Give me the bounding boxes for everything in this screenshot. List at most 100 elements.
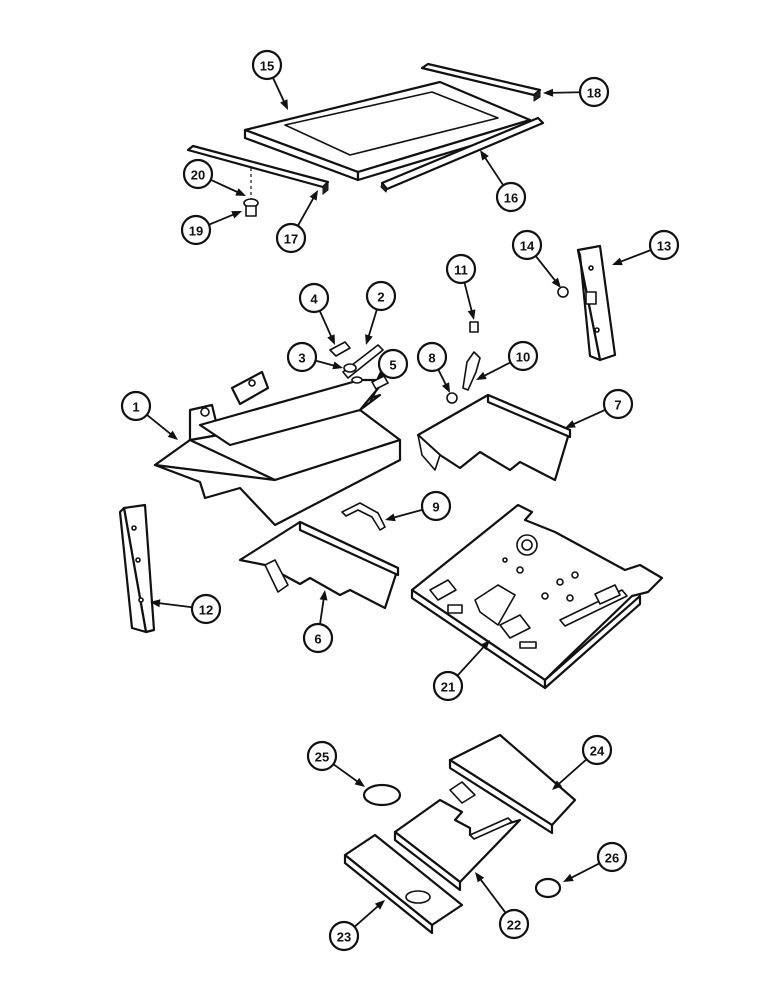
callout-3: 3 xyxy=(286,341,343,373)
leader-arrow-11 xyxy=(467,309,476,320)
part-12-side-panel xyxy=(118,503,156,634)
part-13-vertical-panel xyxy=(576,244,617,362)
callout-22: 22 xyxy=(475,872,530,940)
callout-circle-2 xyxy=(365,280,397,312)
callout-16: 16 xyxy=(480,150,527,213)
leader-arrow-8 xyxy=(441,382,450,393)
callout-number-23: 23 xyxy=(337,930,351,945)
leader-arrow-15 xyxy=(280,99,288,110)
part-8-plug xyxy=(446,392,458,404)
callout-17: 17 xyxy=(275,190,318,254)
leader-line-19 xyxy=(208,212,237,226)
callout-circle-13 xyxy=(648,229,680,261)
leader-arrow-23 xyxy=(374,900,385,910)
leader-line-4 xyxy=(318,310,334,340)
callout-circle-1 xyxy=(120,390,152,422)
callout-13: 13 xyxy=(612,229,680,266)
leader-arrow-7 xyxy=(565,420,576,428)
callout-circle-12 xyxy=(190,593,222,625)
leader-line-7 xyxy=(570,408,606,427)
callout-25: 25 xyxy=(306,740,365,787)
callout-circle-25 xyxy=(306,740,338,772)
callout-8: 8 xyxy=(416,341,450,393)
leader-arrow-18 xyxy=(543,88,554,97)
callout-number-25: 25 xyxy=(315,750,329,765)
leader-arrow-4 xyxy=(327,334,335,345)
callout-number-17: 17 xyxy=(284,232,298,247)
callout-21: 21 xyxy=(432,640,490,702)
part-19-20-fastener xyxy=(243,168,259,217)
callout-number-19: 19 xyxy=(189,224,203,239)
leader-arrow-9 xyxy=(385,513,396,522)
callout-number-20: 20 xyxy=(191,168,205,183)
leader-arrow-17 xyxy=(309,190,318,201)
callout-circle-3 xyxy=(286,341,318,373)
callout-14: 14 xyxy=(511,229,561,288)
callout-number-8: 8 xyxy=(428,351,435,366)
part-26-plug xyxy=(534,877,562,899)
leader-line-26 xyxy=(567,862,600,881)
callout-18: 18 xyxy=(543,76,610,108)
leader-line-18 xyxy=(548,91,581,94)
callout-number-5: 5 xyxy=(389,358,396,373)
callout-number-16: 16 xyxy=(504,191,518,206)
leader-line-13 xyxy=(617,249,652,264)
callout-circle-5 xyxy=(377,348,409,380)
part-21-base-plate xyxy=(410,503,664,690)
callout-5: 5 xyxy=(376,348,409,380)
leader-arrow-1 xyxy=(167,430,178,440)
callout-circle-10 xyxy=(507,340,539,372)
callout-circle-26 xyxy=(596,841,628,873)
callout-circle-17 xyxy=(275,222,307,254)
callout-circle-21 xyxy=(432,670,464,702)
callout-1: 1 xyxy=(120,390,178,440)
callout-circle-23 xyxy=(328,920,360,952)
callout-9: 9 xyxy=(385,490,452,522)
callout-circle-4 xyxy=(298,282,330,314)
callout-circle-18 xyxy=(578,76,610,108)
part-23-pad xyxy=(343,833,464,935)
leader-arrow-10 xyxy=(476,371,487,380)
callout-circle-7 xyxy=(602,388,634,420)
callout-number-26: 26 xyxy=(605,851,619,866)
callout-number-21: 21 xyxy=(441,680,455,695)
callout-layer: 1234567891011121314151617181920212223242… xyxy=(120,49,680,952)
callout-circle-9 xyxy=(420,490,452,522)
leader-line-14 xyxy=(534,255,558,284)
leader-arrow-21 xyxy=(480,640,490,651)
callout-4: 4 xyxy=(298,282,335,345)
part-17-strip xyxy=(186,144,330,196)
part-18-strip xyxy=(420,62,542,102)
callout-19: 19 xyxy=(180,211,242,246)
part-1-floor-tray xyxy=(153,370,402,527)
callout-number-22: 22 xyxy=(507,918,521,933)
leader-arrow-14 xyxy=(551,277,561,288)
leader-line-20 xyxy=(210,179,241,195)
callout-number-6: 6 xyxy=(314,632,321,647)
callout-circle-24 xyxy=(581,734,613,766)
leader-arrow-22 xyxy=(475,872,485,883)
part-25-plug xyxy=(362,783,402,807)
callout-7: 7 xyxy=(565,388,634,428)
leader-arrow-5 xyxy=(376,370,387,380)
leader-arrow-13 xyxy=(612,257,623,266)
leader-line-11 xyxy=(463,282,474,315)
leader-line-9 xyxy=(390,508,423,520)
leader-line-24 xyxy=(555,758,588,787)
callout-circle-22 xyxy=(498,908,530,940)
part-7-side-shield xyxy=(416,393,572,482)
callout-circle-19 xyxy=(180,214,212,246)
part-2-5-hardware xyxy=(329,341,389,390)
part-14-plug xyxy=(557,286,569,298)
callout-12: 12 xyxy=(150,593,222,625)
leader-line-15 xyxy=(272,77,287,105)
part-15-panel xyxy=(243,80,532,182)
callout-6: 6 xyxy=(302,590,334,654)
callout-number-7: 7 xyxy=(614,398,621,413)
callout-number-10: 10 xyxy=(516,350,530,365)
callout-circle-11 xyxy=(445,253,477,285)
part-24-pad xyxy=(448,733,577,835)
part-16-strip xyxy=(380,116,545,193)
callout-number-24: 24 xyxy=(590,744,605,759)
